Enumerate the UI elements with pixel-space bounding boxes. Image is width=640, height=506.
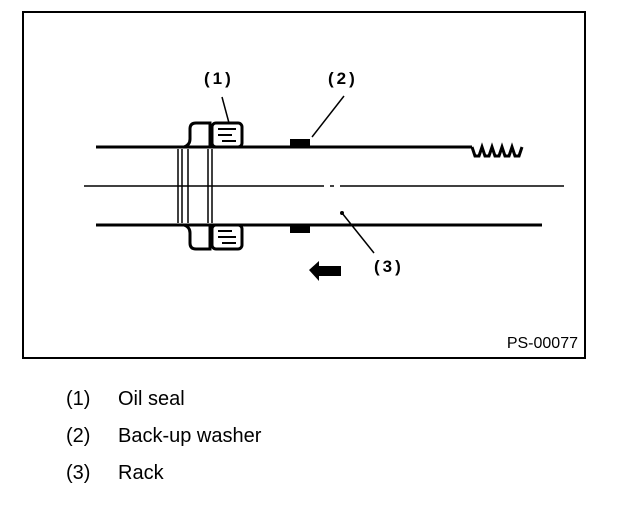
legend-label: Back-up washer [118,425,262,447]
legend-label: Oil seal [118,388,185,410]
callout-1: (1) [204,69,234,88]
legend-item: (1) Oil seal [66,388,261,425]
leader-2 [311,95,345,138]
oil-seal-upper [183,121,244,149]
legend: (1) Oil seal (2) Back-up washer (3) Rack [66,388,261,499]
figure-id: PS-00077 [506,335,578,352]
legend-number: (1) [66,388,91,410]
legend-item: (2) Back-up washer [66,425,261,462]
diagram-frame: (1) (2) (3) PS-00077 [22,11,586,359]
callout-3: (3) [374,257,404,276]
oil-seal-lower [183,223,244,251]
leader-3 [341,212,375,254]
backup-washer-lower [290,225,310,233]
legend-number: (3) [66,462,91,484]
left-arrow-icon [309,261,341,281]
backup-washer-upper [290,139,310,147]
rack-seal-drawing [84,95,564,281]
callout-2: (2) [328,69,358,88]
legend-item: (3) Rack [66,462,261,499]
rack-teeth [470,142,524,158]
leader-1 [221,96,230,124]
legend-label: Rack [118,462,164,484]
legend-number: (2) [66,425,91,447]
